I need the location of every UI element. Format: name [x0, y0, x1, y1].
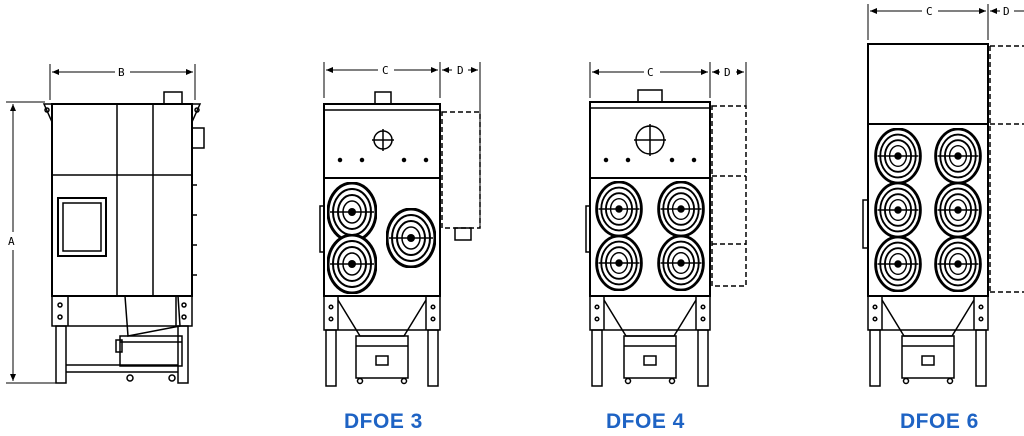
dim-label-a: A [8, 235, 15, 248]
cartridge-filter-icon [874, 182, 922, 238]
cartridge-filter-icon [874, 236, 922, 292]
cartridge-filter-icon [934, 182, 982, 238]
cartridge-filter-icon [327, 182, 377, 242]
dfoe4-dim-label-d: D [724, 66, 731, 79]
dfoe4-dim-label-c: C [647, 66, 654, 79]
cartridge-filter-icon [657, 181, 705, 237]
model-label-dfoe6: DFOE 6 [900, 410, 979, 433]
model-label-dfoe3: DFOE 3 [344, 410, 423, 433]
cartridge-filter-icon [934, 236, 982, 292]
dfoe6-dim-label-d: D [1003, 5, 1010, 18]
dfoe3-dim-label-d: D [457, 64, 464, 77]
dfoe4-front-view [585, 62, 747, 387]
dfoe6-front-view [862, 4, 1024, 387]
dfoe3-front-view [319, 62, 481, 387]
dfoe3-dim-label-c: C [382, 64, 389, 77]
cartridge-filter-icon [657, 235, 705, 291]
cartridge-filter-icon [595, 235, 643, 291]
cartridge-filter-icon [595, 181, 643, 237]
cartridge-filter-icon [934, 128, 982, 184]
dim-label-b: B [118, 66, 125, 79]
dfoe6-dim-label-c: C [926, 5, 933, 18]
model-label-dfoe4: DFOE 4 [606, 410, 685, 433]
cartridge-filter-icon [386, 208, 436, 268]
side-view [6, 64, 205, 384]
cartridge-filter-icon [327, 234, 377, 294]
cartridge-filter-icon [874, 128, 922, 184]
